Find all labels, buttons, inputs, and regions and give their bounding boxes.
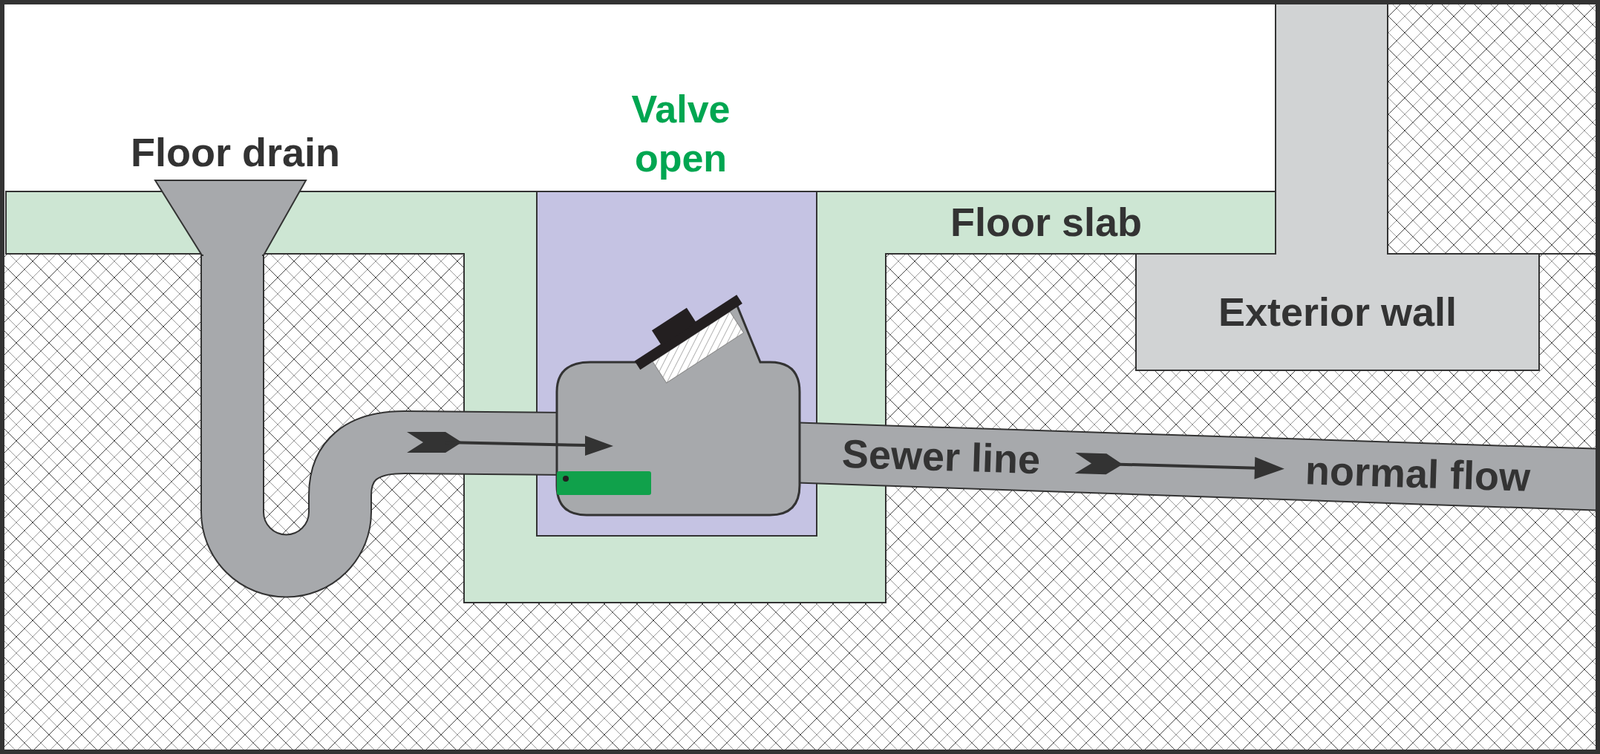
- drain-pipe: [232, 245, 574, 567]
- floor-drain-funnel: [155, 180, 306, 256]
- wall-footing: Exterior wall: [1135, 253, 1540, 371]
- valve-chamber: [536, 191, 817, 537]
- part-label: Floor drain: [130, 130, 341, 175]
- drain-pipe-outline: [232, 245, 572, 567]
- slab-band: Floor slab: [816, 191, 1276, 254]
- floor-slab-shape: [5, 191, 1276, 603]
- flow-label: normal flow: [1305, 449, 1532, 501]
- sewer-pipe: [787, 422, 1600, 511]
- backwater-valve-body: [556, 300, 800, 516]
- flow-arrow: [406, 432, 614, 456]
- exterior-wall-shape: [1135, 2, 1540, 371]
- status-label: Valve open: [595, 84, 767, 183]
- part-label: Sewer line: [841, 432, 1042, 483]
- valve-flap: [556, 471, 652, 496]
- soil-hatching: [1387, 0, 1600, 254]
- valve-cap: [625, 281, 757, 392]
- node-text: Exterior wall: [1218, 290, 1457, 335]
- node-text: Floor slab: [950, 200, 1142, 245]
- flow-arrow: [1075, 452, 1286, 481]
